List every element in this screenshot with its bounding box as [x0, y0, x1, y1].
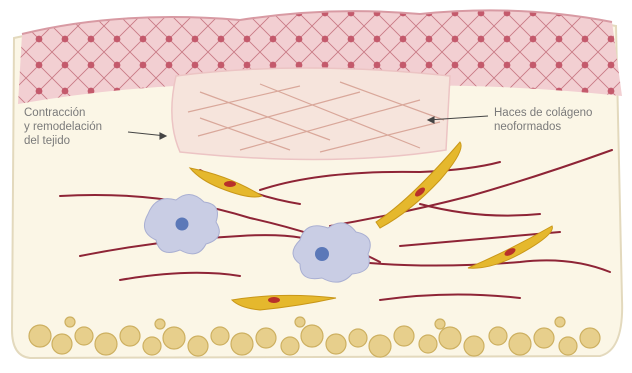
label-contraction-remodeling: Contracción y remodelación del tejido — [24, 106, 102, 148]
label-new-collagen-bundles: Haces de colágeno neoformados — [494, 106, 592, 134]
label-line: y remodelación — [24, 120, 102, 134]
label-line: del tejido — [24, 134, 102, 148]
label-line: Contracción — [24, 106, 102, 120]
label-line: Haces de colágeno — [494, 106, 592, 120]
scar-patch — [172, 68, 450, 160]
label-line: neoformados — [494, 120, 592, 134]
